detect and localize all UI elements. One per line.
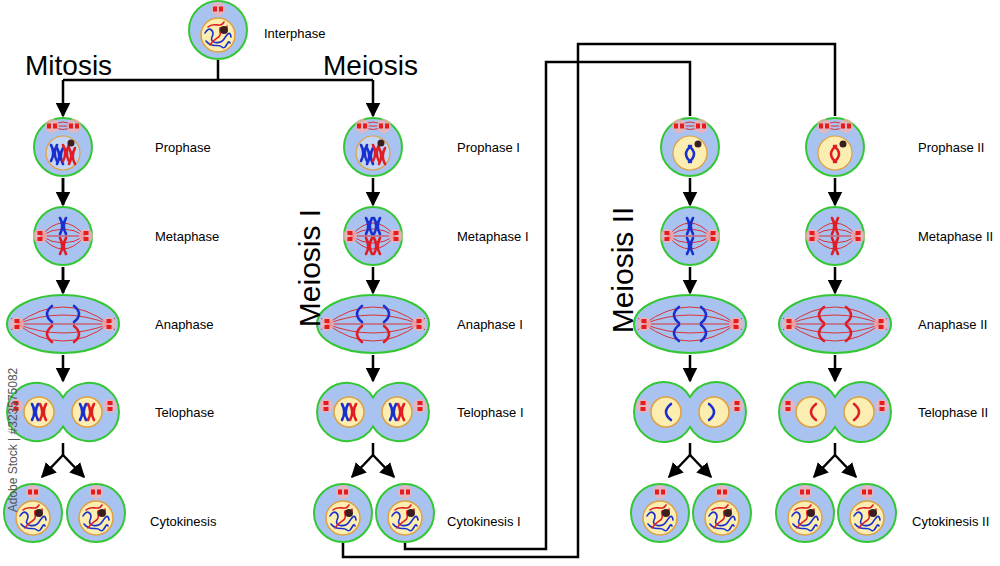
stage-label: Metaphase II <box>918 230 993 243</box>
telophase-ii-cell <box>634 382 746 442</box>
flow-arrow <box>372 178 375 205</box>
stage-label: Prophase I <box>457 141 520 154</box>
metaphase-cell <box>33 207 93 265</box>
split-arrow <box>373 455 394 477</box>
daughter-cell <box>693 484 751 542</box>
flow-arrow <box>62 178 65 205</box>
stage-arrows <box>42 178 856 477</box>
flow-arrow <box>62 267 65 293</box>
flow-arrow <box>834 355 837 381</box>
stage-label: Prophase <box>155 141 211 154</box>
flow-arrow <box>834 267 837 293</box>
metaphase-ii-cell <box>660 207 720 265</box>
stage-label: Metaphase <box>155 230 219 243</box>
flow-arrow <box>372 355 375 381</box>
stage-label: Interphase <box>264 27 325 40</box>
stage-label: Anaphase <box>155 318 214 331</box>
connector-line <box>343 44 835 557</box>
meiosis-ii-column <box>779 118 891 442</box>
meiosis-ii-column <box>634 118 746 442</box>
daughter-cell <box>376 484 434 542</box>
split-arrow <box>42 455 63 477</box>
flow-arrow <box>834 178 837 205</box>
stage-label: Cytokinesis <box>150 515 216 528</box>
interphase-cell <box>189 1 247 59</box>
anaphase-ii-cell <box>634 295 746 353</box>
phase-heading: Meiosis I <box>295 209 325 327</box>
prophase-cell <box>344 118 402 176</box>
flow-arrow <box>689 178 692 205</box>
stage-label: Anaphase II <box>918 318 987 331</box>
anaphase-cell <box>317 295 429 353</box>
split-arrow <box>690 455 711 477</box>
telophase-cell <box>7 383 119 441</box>
flow-arrow <box>689 355 692 381</box>
stage-label: Cytokinesis II <box>912 515 989 528</box>
prophase-cell <box>34 118 92 176</box>
daughter-cell <box>776 484 834 542</box>
metaphase-cell <box>343 207 403 265</box>
telophase-cell <box>317 383 429 441</box>
flow-arrow <box>689 267 692 293</box>
split-arrow <box>669 455 690 477</box>
flow-arrow <box>62 80 65 116</box>
daughter-cell <box>67 484 125 542</box>
anaphase-cell <box>7 295 119 353</box>
stage-label: Metaphase I <box>457 230 529 243</box>
flow-arrow <box>372 80 375 116</box>
split-stem <box>63 443 835 455</box>
stage-label: Telophase II <box>918 406 988 419</box>
phase-heading: Meiosis II <box>608 207 638 334</box>
column-heading: Meiosis <box>323 52 418 80</box>
split-arrow <box>814 455 835 477</box>
prophase-ii-cell <box>806 118 864 176</box>
flow-arrows <box>63 44 835 557</box>
split-arrow <box>63 455 84 477</box>
daughter-cell <box>314 484 372 542</box>
stage-label: Telophase <box>155 406 214 419</box>
daughter-cell <box>838 484 896 542</box>
anaphase-ii-cell <box>779 295 891 353</box>
prophase-ii-cell <box>661 118 719 176</box>
stage-label: Cytokinesis I <box>447 515 521 528</box>
watermark: Adobe Stock | #323575082 <box>7 368 19 513</box>
split-arrow <box>835 455 856 477</box>
flow-arrow <box>372 267 375 293</box>
stage-label: Prophase II <box>918 141 985 154</box>
stage-label: Telophase I <box>457 406 524 419</box>
column-heading: Mitosis <box>25 52 112 80</box>
daughter-cell <box>631 484 689 542</box>
metaphase-ii-cell <box>805 207 865 265</box>
stage-label: Anaphase I <box>457 318 523 331</box>
split-arrow <box>352 455 373 477</box>
telophase-ii-cell <box>779 382 891 442</box>
